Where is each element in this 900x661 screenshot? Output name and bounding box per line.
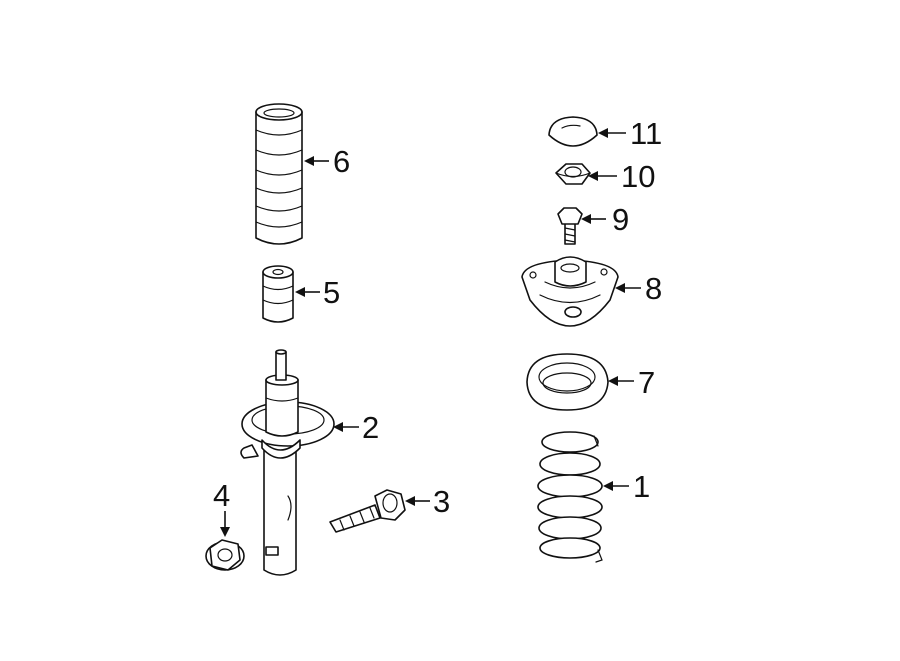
svg-text:4: 4 [213, 478, 230, 513]
callout-5: 5 [295, 275, 340, 310]
callout-1: 1 [603, 469, 650, 504]
svg-text:5: 5 [323, 275, 340, 310]
callout-4: 4 [213, 478, 230, 537]
svg-text:2: 2 [362, 410, 379, 445]
callout-8: 8 [615, 271, 662, 306]
callout-11: 11 [598, 116, 662, 151]
part-4-flange-nut [205, 539, 245, 571]
callout-6: 6 [304, 144, 350, 179]
svg-text:1: 1 [633, 469, 650, 504]
part-6-dust-boot [255, 103, 303, 245]
part-8-upper-mount [521, 256, 619, 327]
callout-3: 3 [405, 484, 450, 519]
svg-text:11: 11 [630, 116, 662, 151]
svg-text:8: 8 [645, 271, 662, 306]
callout-7: 7 [608, 365, 655, 400]
callout-9: 9 [581, 202, 629, 237]
callout-2: 2 [333, 410, 379, 445]
svg-text:6: 6 [333, 144, 350, 179]
svg-text:7: 7 [638, 365, 655, 400]
part-5-bump-stop [262, 265, 294, 323]
svg-text:9: 9 [612, 202, 629, 237]
part-11-cap [548, 116, 598, 147]
part-1-coil-spring [537, 431, 603, 563]
part-10-nut [555, 163, 591, 185]
svg-text:3: 3 [433, 484, 450, 519]
callout-10: 10 [588, 159, 655, 194]
part-7-spring-seat [526, 353, 609, 411]
part-3-bolt [329, 489, 406, 533]
svg-text:10: 10 [621, 159, 655, 194]
part-9-bolt [557, 207, 583, 245]
part-2-strut-assembly [240, 349, 335, 576]
